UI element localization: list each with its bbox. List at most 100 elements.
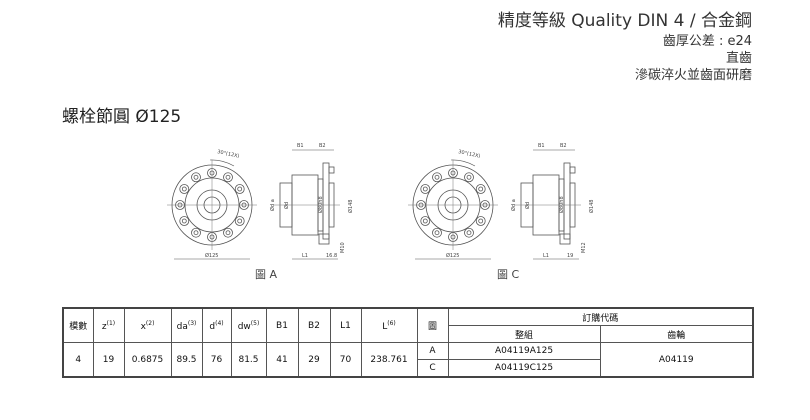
bolt-head xyxy=(475,216,486,226)
bolt-head xyxy=(420,184,431,194)
b2-label: B2 xyxy=(319,143,326,149)
bolt-head xyxy=(179,184,190,194)
cell-b1: 41 xyxy=(265,342,299,378)
thread-label: M10 xyxy=(340,242,346,253)
cell-da: 89.5 xyxy=(170,342,203,378)
pin xyxy=(328,166,335,174)
bolt-socket xyxy=(225,230,231,236)
bolt-head xyxy=(191,172,201,183)
pin xyxy=(569,166,576,174)
bolt-socket xyxy=(193,174,199,180)
dw-label: Ø80h8 xyxy=(317,196,324,213)
bolt-socket xyxy=(193,230,199,236)
cell-b2: 29 xyxy=(297,342,331,378)
bolt-circle-label: Ø125 xyxy=(446,252,459,259)
cell-fig-c: C xyxy=(416,359,449,378)
b1-label: B1 xyxy=(297,143,304,149)
bolt-socket xyxy=(225,174,231,180)
th-gear: 齒輪 xyxy=(599,325,754,343)
table-row: 4 19 0.6875 89.5 76 81.5 41 29 70 238.76… xyxy=(62,342,754,378)
bolt-head xyxy=(464,172,474,183)
figure-a-caption: 圖 A xyxy=(255,268,278,281)
d-label: Ød xyxy=(524,202,531,209)
b1-label: B1 xyxy=(538,143,545,149)
th-b2: B2 xyxy=(297,307,331,343)
bolt-side xyxy=(559,233,571,245)
bolt-head xyxy=(464,227,474,238)
d-label: Ød xyxy=(283,202,290,209)
th-assembly: 整組 xyxy=(447,325,601,343)
d148-label: Ø148 xyxy=(347,200,354,213)
th-dw: dw(5) xyxy=(230,307,267,343)
cell-x: 0.6875 xyxy=(123,342,172,378)
offset-label: 19 xyxy=(567,253,573,259)
bolt-socket xyxy=(466,174,472,180)
bolt-socket xyxy=(237,186,243,192)
bolt-socket xyxy=(181,186,187,192)
cell-fig-a: A xyxy=(416,342,449,360)
th-order-code: 訂購代碼 xyxy=(447,307,754,326)
bolt-socket xyxy=(237,218,243,224)
cell-dw: 81.5 xyxy=(230,342,267,378)
table-row: C A04119C125 xyxy=(63,359,753,378)
bolt-head xyxy=(432,172,442,183)
bolt-socket xyxy=(422,186,428,192)
da-label: Ød a xyxy=(269,199,276,211)
cell-code-c: A04119C125 xyxy=(447,359,601,378)
cell-code-a: A04119A125 xyxy=(447,342,601,360)
thread-label: M12 xyxy=(581,242,587,253)
angle-arc xyxy=(209,159,235,167)
cell-gear: A04119 xyxy=(599,342,754,378)
bolt-socket xyxy=(478,186,484,192)
spec-quality: 精度等級 Quality DIN 4 / 合金鋼 xyxy=(497,11,752,31)
cell-z: 19 xyxy=(92,342,125,378)
th-d: d(4) xyxy=(201,307,232,343)
da-label: Ød a xyxy=(510,199,517,211)
spec-treatment: 滲碳淬火並齒面研磨 xyxy=(634,68,752,83)
cell-d: 76 xyxy=(201,342,232,378)
spec-table: 模數 z(1) x(2) da(3) d(4) dw(5) B1 B2 L1 L… xyxy=(62,307,754,378)
dw-label: Ø80h8 xyxy=(558,196,565,213)
th-b1: B1 xyxy=(265,307,299,343)
th-da: da(3) xyxy=(170,307,203,343)
bolt-head xyxy=(432,227,442,238)
bolt-socket xyxy=(434,174,440,180)
angle-label: 30°(12X) xyxy=(458,149,481,160)
bolt-socket xyxy=(478,218,484,224)
offset-label: 16.8 xyxy=(326,253,337,259)
bolt-head xyxy=(223,227,233,238)
bolt-head xyxy=(234,184,245,194)
th-x: x(2) xyxy=(123,307,172,343)
bolt-head xyxy=(420,216,431,226)
bolt-head xyxy=(475,184,486,194)
bolt-socket xyxy=(466,230,472,236)
bolt-socket xyxy=(181,218,187,224)
l1-label: L1 xyxy=(302,253,308,259)
spec-tooth-type: 直齒 xyxy=(725,51,752,66)
bolt-head xyxy=(223,172,233,183)
l1-label: L1 xyxy=(543,253,549,259)
th-l: L(6) xyxy=(360,307,418,343)
bolt-circle-label: Ø125 xyxy=(205,252,218,259)
figure-c-caption: 圖 C xyxy=(497,268,520,281)
cell-module: 4 xyxy=(62,342,94,378)
angle-arc xyxy=(450,159,476,167)
bolt-head xyxy=(191,227,201,238)
th-fig: 圖 xyxy=(416,307,449,343)
th-l1: L1 xyxy=(329,307,362,343)
spec-tolerance: 齒厚公差 : e24 xyxy=(662,34,752,49)
angle-label: 30°(12X) xyxy=(217,149,240,160)
bolt-circle-title: 螺栓節圓 Ø125 xyxy=(62,107,182,127)
bolt-socket xyxy=(422,218,428,224)
b2-label: B2 xyxy=(560,143,567,149)
cell-l1: 70 xyxy=(329,342,362,378)
th-module: 模數 xyxy=(62,307,94,343)
d148-label: Ø148 xyxy=(588,200,595,213)
bolt-head xyxy=(234,216,245,226)
bolt-head xyxy=(179,216,190,226)
cell-l: 238.761 xyxy=(360,342,418,378)
bolt-side xyxy=(318,233,330,245)
bolt-socket xyxy=(434,230,440,236)
